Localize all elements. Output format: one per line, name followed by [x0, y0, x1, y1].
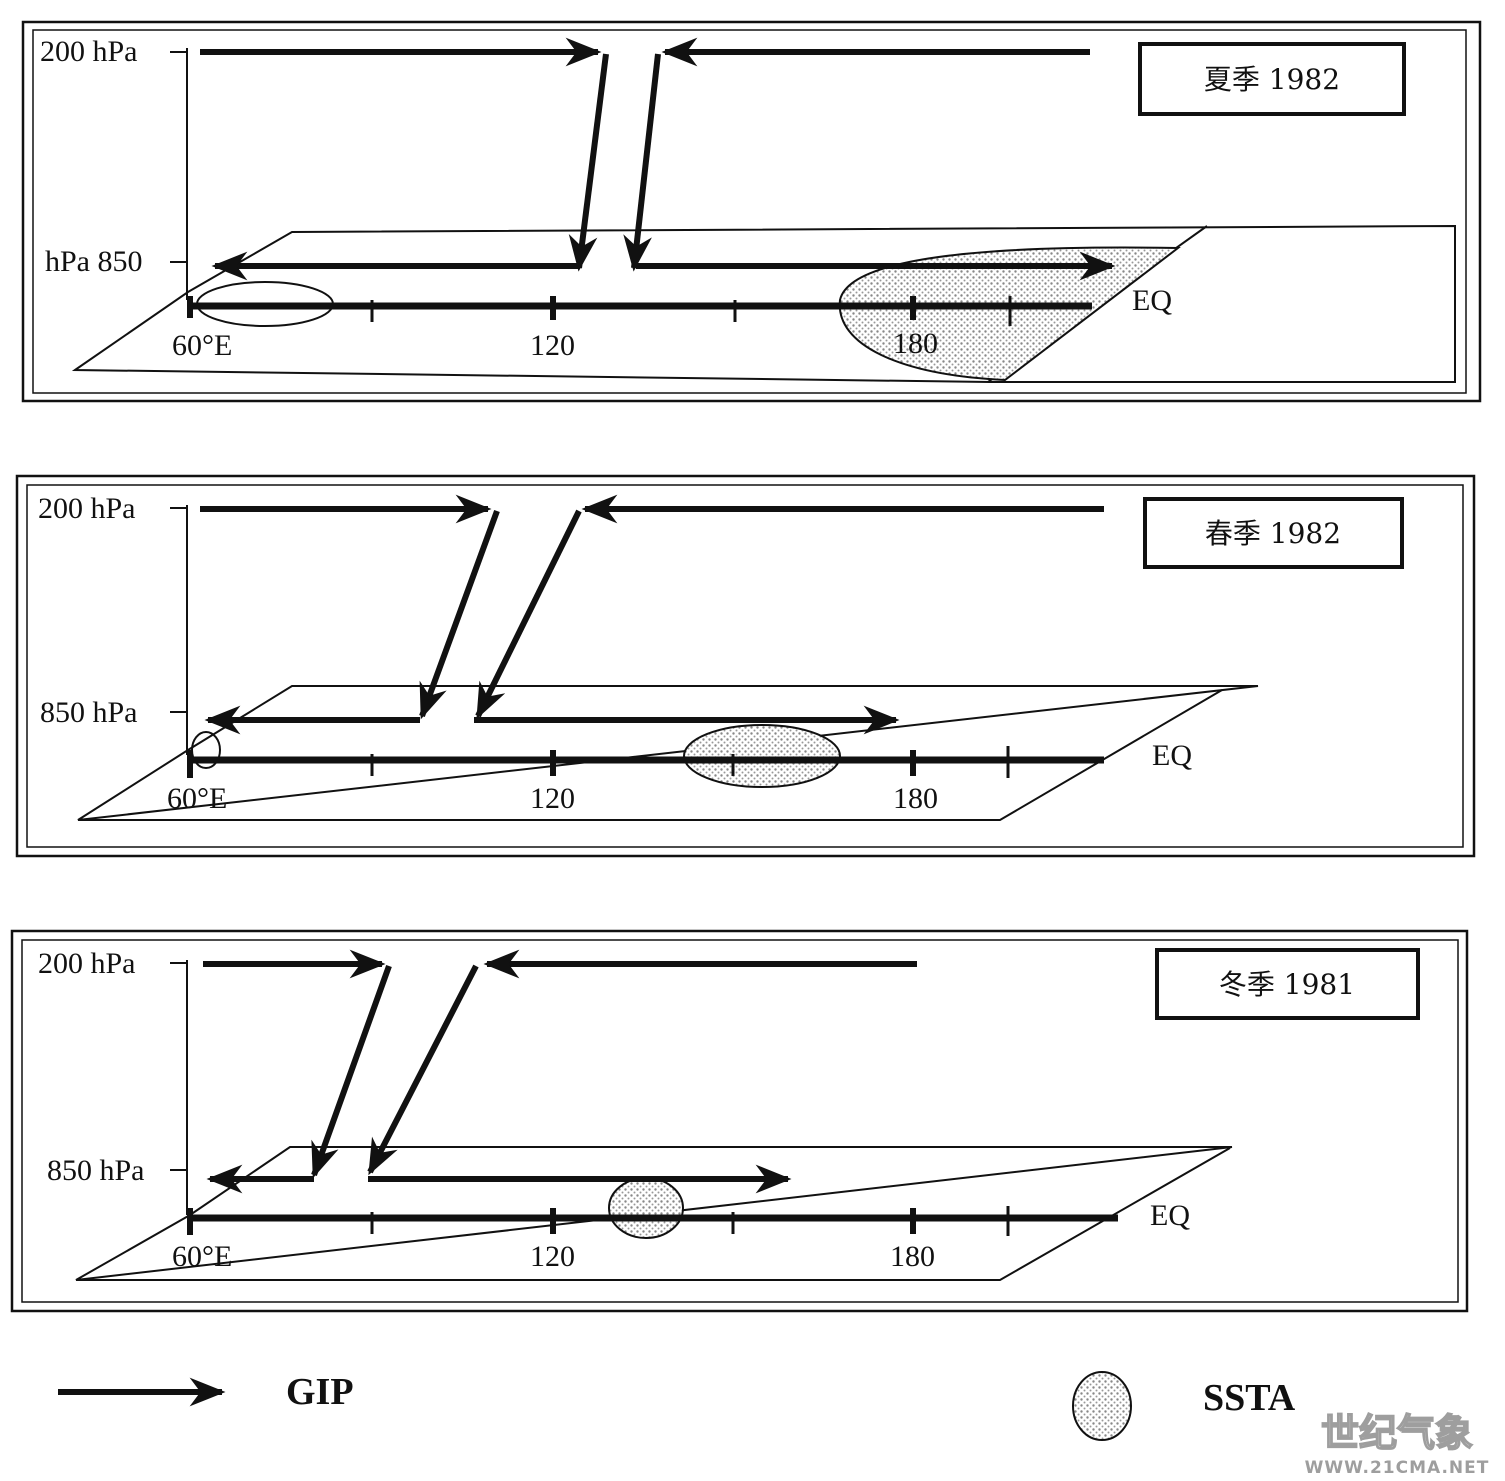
legend-ssta-label: SSTA	[1203, 1377, 1296, 1419]
label-lon-120: 120	[530, 329, 575, 362]
label-upper-level: 200 hPa	[38, 492, 136, 525]
label-lon-60e: 60°E	[167, 782, 227, 815]
gip-arrow-descending-east	[475, 509, 582, 720]
label-lower-level: 850 hPa	[40, 696, 138, 729]
gip-arrow-descending-west	[419, 509, 500, 720]
panel-inner-border	[21, 939, 1459, 1303]
label-equator: EQ	[1150, 1199, 1190, 1232]
panel-outer-border	[10, 929, 1469, 1313]
label-lon-60e: 60°E	[172, 1240, 232, 1273]
ocean-plane	[75, 1146, 1233, 1281]
label-lon-120: 120	[530, 782, 575, 815]
panel-winter: 200 hPa 850 hPa 60°E 120 180 EQ 冬季 1981	[10, 929, 1469, 1313]
gip-arrow-descending-west	[568, 53, 609, 272]
legend-ssta-circle-icon	[1072, 1371, 1132, 1441]
season-box	[1138, 42, 1406, 116]
gip-arrows	[200, 494, 1104, 735]
panel-inner-border	[26, 484, 1464, 848]
gip-arrow-descending-east	[367, 964, 479, 1176]
ssta-ellipse-pacific	[683, 724, 841, 788]
watermark-url: WWW.21CMA.NET	[1305, 1458, 1490, 1478]
plane-edge	[78, 689, 1223, 821]
season-label: 冬季 1981	[1219, 968, 1355, 1001]
panel-outer-border	[21, 20, 1482, 403]
legend-gip-label: GIP	[286, 1371, 354, 1413]
panel-inner-border	[32, 29, 1467, 394]
season-box	[1155, 948, 1420, 1020]
season-box	[1143, 497, 1404, 569]
gip-arrow-descending-west	[311, 964, 392, 1179]
season-label: 夏季 1982	[1204, 63, 1340, 96]
label-equator: EQ	[1152, 739, 1192, 772]
ssta-ellipse-pacific	[608, 1177, 684, 1239]
label-lower-level: 850 hPa	[47, 1154, 145, 1187]
watermark: 世纪气象 WWW.21CMA.NET	[1305, 1410, 1490, 1478]
gip-arrows	[200, 37, 1116, 281]
label-lon-180: 180	[893, 327, 938, 360]
watermark-title: 世纪气象	[1321, 1411, 1473, 1455]
panel-spring: 200 hPa 850 hPa 60°E 120 180 EQ 春季 1982	[15, 474, 1476, 858]
label-lon-120: 120	[530, 1240, 575, 1273]
label-lon-60e: 60°E	[172, 329, 232, 362]
gip-arrow-descending-east	[623, 53, 661, 272]
panel-summer: 200 hPa hPa 850 60°E 120 180 EQ 夏季 1982	[21, 20, 1482, 403]
panel-outer-border	[15, 474, 1476, 858]
label-lon-180: 180	[890, 1240, 935, 1273]
label-equator: EQ	[1132, 284, 1172, 317]
ocean-plane	[77, 685, 1259, 821]
legend: GIP SSTA	[58, 1371, 1296, 1441]
season-label: 春季 1982	[1205, 517, 1341, 550]
gip-arrows	[203, 949, 917, 1194]
label-lon-180: 180	[893, 782, 938, 815]
plane-edge	[76, 1147, 1231, 1281]
label-upper-level: 200 hPa	[38, 947, 136, 980]
label-lower-level: hPa 850	[45, 245, 143, 278]
label-upper-level: 200 hPa	[40, 35, 138, 68]
